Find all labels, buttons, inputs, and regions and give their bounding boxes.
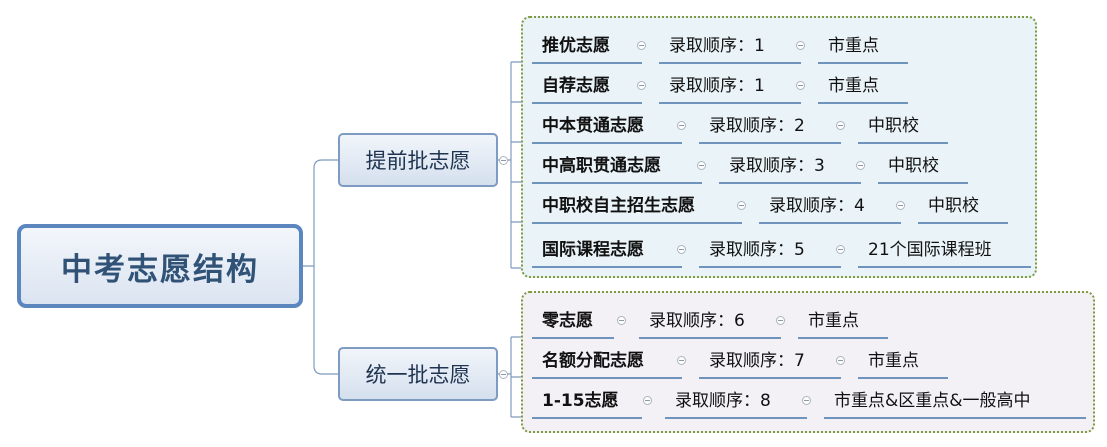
branch-unified-batch-label: 统一批志愿 — [365, 363, 471, 387]
topic-zhonggaozhi[interactable]: 中高职贯通志愿 — [532, 151, 702, 184]
subtopic-scope-label: 市重点 — [808, 311, 859, 331]
subtopic-order[interactable]: 录取顺序：2 — [699, 111, 841, 144]
collapse-icon[interactable] — [697, 161, 706, 170]
subtopic-order-label: 录取顺序：1 — [669, 76, 765, 96]
subtopic-scope-label: 中职校 — [868, 116, 919, 136]
collapse-icon[interactable] — [836, 356, 845, 365]
subtopic-scope[interactable]: 中职校 — [878, 151, 968, 184]
branch-early-batch[interactable]: 提前批志愿 — [338, 133, 498, 187]
collapse-icon[interactable] — [499, 370, 508, 379]
topic-label: 中本贯通志愿 — [542, 116, 644, 136]
collapse-icon[interactable] — [836, 121, 845, 130]
topic-guoji[interactable]: 国际课程志愿 — [532, 235, 682, 268]
collapse-icon[interactable] — [499, 156, 508, 165]
branch-unified-batch[interactable]: 统一批志愿 — [338, 347, 498, 401]
topic-label: 中高职贯通志愿 — [542, 156, 661, 176]
subtopic-order-label: 录取顺序：8 — [675, 391, 771, 411]
subtopic-order[interactable]: 录取顺序：5 — [699, 235, 841, 268]
topic-1-15[interactable]: 1-15志愿 — [532, 386, 642, 419]
collapse-icon[interactable] — [896, 201, 905, 210]
subtopic-scope-label: 中职校 — [928, 196, 979, 216]
collapse-icon[interactable] — [677, 245, 686, 254]
topic-label: 国际课程志愿 — [542, 240, 644, 260]
subtopic-order[interactable]: 录取顺序：4 — [759, 191, 901, 224]
subtopic-order[interactable]: 录取顺序：7 — [699, 346, 841, 379]
topic-zhongzhixiao[interactable]: 中职校自主招生志愿 — [532, 191, 742, 224]
subtopic-scope-label: 市重点 — [828, 76, 879, 96]
subtopic-order-label: 录取顺序：4 — [769, 196, 865, 216]
subtopic-order-label: 录取顺序：7 — [709, 351, 805, 371]
topic-tuiyou[interactable]: 推优志愿 — [532, 31, 642, 64]
topic-label: 自荐志愿 — [542, 76, 610, 96]
topic-ling[interactable]: 零志愿 — [532, 306, 614, 339]
subtopic-scope[interactable]: 21个国际课程班 — [858, 235, 1031, 268]
subtopic-scope-label: 市重点&区重点&一般高中 — [834, 391, 1031, 411]
collapse-icon[interactable] — [617, 316, 626, 325]
subtopic-order-label: 录取顺序：1 — [669, 36, 765, 56]
collapse-icon[interactable] — [637, 41, 646, 50]
early-batch-group-boundary — [521, 16, 1037, 278]
topic-label: 推优志愿 — [542, 36, 610, 56]
branch-early-batch-label: 提前批志愿 — [365, 149, 471, 173]
subtopic-order[interactable]: 录取顺序：1 — [659, 71, 801, 104]
collapse-icon[interactable] — [677, 121, 686, 130]
subtopic-order-label: 录取顺序：3 — [729, 156, 825, 176]
topic-minge[interactable]: 名额分配志愿 — [532, 346, 682, 379]
topic-label: 1-15志愿 — [542, 391, 619, 411]
collapse-icon[interactable] — [776, 316, 785, 325]
subtopic-scope-label: 中职校 — [888, 156, 939, 176]
collapse-icon[interactable] — [796, 81, 805, 90]
subtopic-order-label: 录取顺序：6 — [649, 311, 745, 331]
subtopic-order-label: 录取顺序：2 — [709, 116, 805, 136]
subtopic-scope-label: 21个国际课程班 — [868, 240, 992, 260]
topic-label: 名额分配志愿 — [542, 351, 644, 371]
subtopic-order[interactable]: 录取顺序：8 — [665, 386, 807, 419]
subtopic-scope[interactable]: 市重点 — [798, 306, 888, 339]
subtopic-order[interactable]: 录取顺序：1 — [659, 31, 801, 64]
subtopic-scope[interactable]: 市重点 — [858, 346, 948, 379]
subtopic-scope-label: 市重点 — [828, 36, 879, 56]
subtopic-scope[interactable]: 中职校 — [918, 191, 1008, 224]
subtopic-order-label: 录取顺序：5 — [709, 240, 805, 260]
topic-zhongben[interactable]: 中本贯通志愿 — [532, 111, 682, 144]
subtopic-scope[interactable]: 市重点 — [818, 31, 908, 64]
collapse-icon[interactable] — [637, 81, 646, 90]
topic-label: 中职校自主招生志愿 — [542, 196, 695, 216]
collapse-icon[interactable] — [856, 161, 865, 170]
subtopic-scope[interactable]: 市重点 — [818, 71, 908, 104]
topic-zijian[interactable]: 自荐志愿 — [532, 71, 642, 104]
root-topic[interactable]: 中考志愿结构 — [17, 224, 303, 308]
collapse-icon[interactable] — [802, 396, 811, 405]
collapse-icon[interactable] — [643, 396, 652, 405]
collapse-icon[interactable] — [737, 201, 746, 210]
collapse-icon[interactable] — [677, 356, 686, 365]
subtopic-order[interactable]: 录取顺序：6 — [639, 306, 781, 339]
subtopic-scope[interactable]: 中职校 — [858, 111, 948, 144]
topic-label: 零志愿 — [542, 311, 593, 331]
collapse-icon[interactable] — [836, 245, 845, 254]
root-topic-label: 中考志愿结构 — [61, 251, 259, 288]
subtopic-scope-label: 市重点 — [868, 351, 919, 371]
subtopic-order[interactable]: 录取顺序：3 — [719, 151, 861, 184]
subtopic-scope[interactable]: 市重点&区重点&一般高中 — [824, 386, 1086, 419]
unified-batch-group-boundary — [521, 291, 1095, 433]
collapse-icon[interactable] — [796, 41, 805, 50]
